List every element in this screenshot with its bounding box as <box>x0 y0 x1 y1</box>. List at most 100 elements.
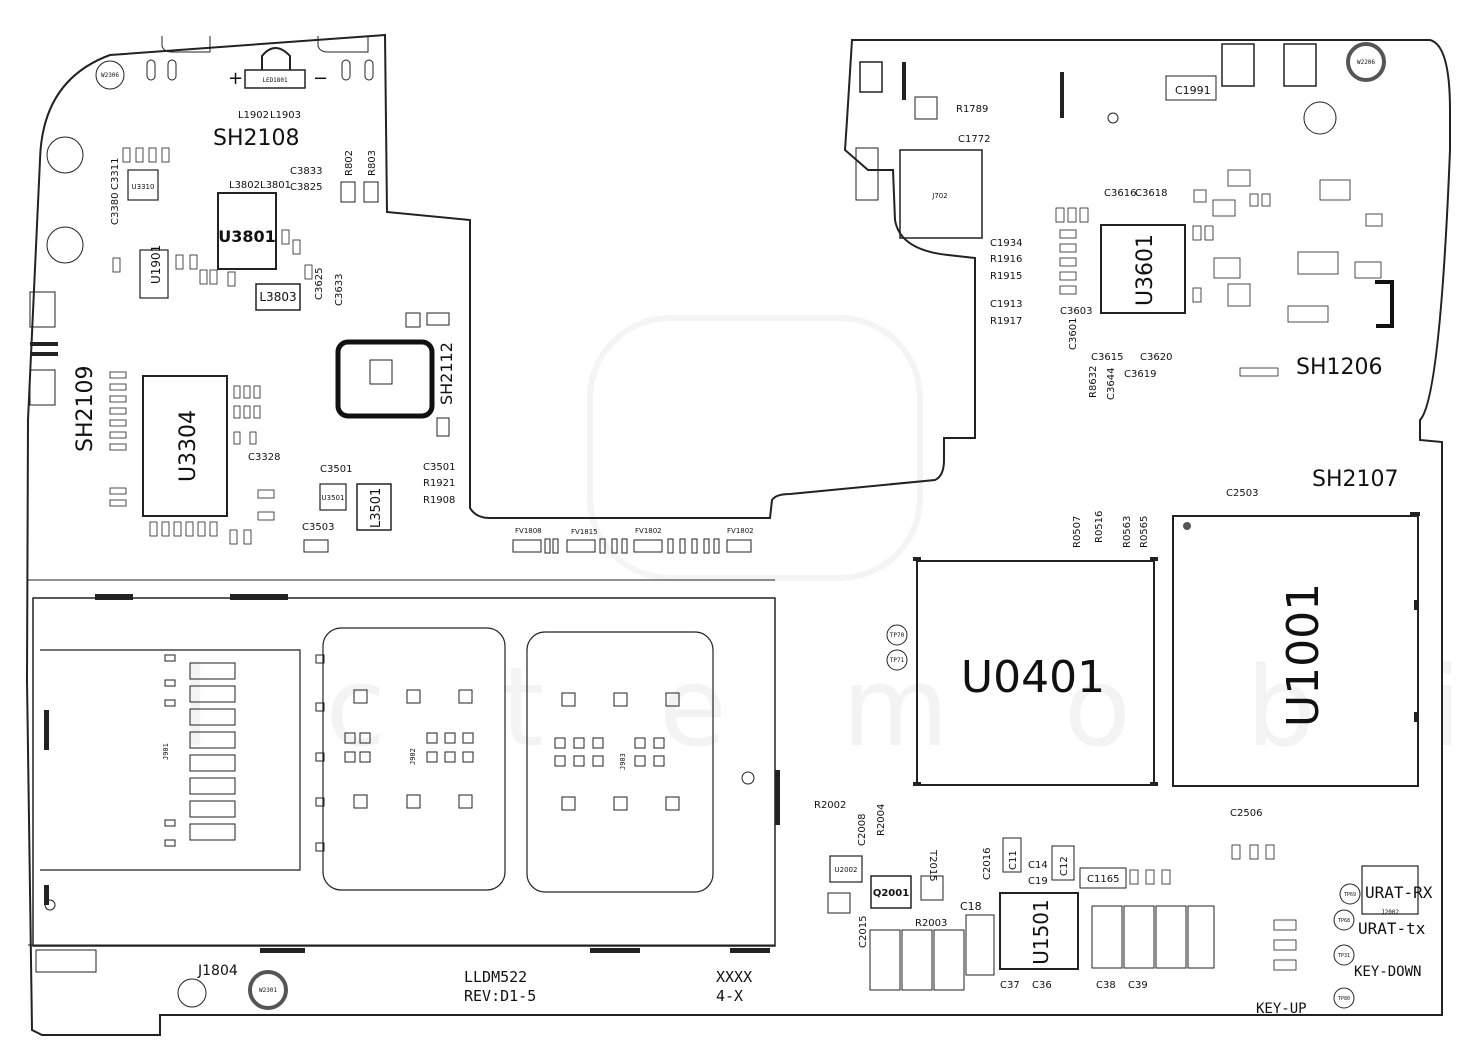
w2206-label: W2206 <box>1357 59 1375 66</box>
r1789-label: R1789 <box>956 104 988 115</box>
board-model-label: LLDM522 <box>464 968 527 986</box>
u3501-chip <box>319 483 347 511</box>
r2003-label: R2003 <box>915 918 947 929</box>
u3801-label: U3801 <box>218 227 276 246</box>
r802-label: R802 <box>344 150 355 176</box>
u3501-label: U3501 <box>322 494 345 502</box>
key-down-label: KEY-DOWN <box>1354 964 1421 980</box>
r0563-label: R0563 <box>1122 516 1133 548</box>
l1903-label: L1903 <box>270 110 301 121</box>
c2506-label: C2506 <box>1230 808 1262 819</box>
c19-label: C19 <box>1028 876 1048 887</box>
j2002-connector <box>1361 865 1419 915</box>
w2306-label: W2306 <box>101 72 119 79</box>
r0507-label: R0507 <box>1072 516 1083 548</box>
u1001-label: U1001 <box>1278 583 1329 727</box>
fv1802b-label: FV1802 <box>727 527 754 535</box>
j903-label: J903 <box>619 753 627 770</box>
fv1802a-label: FV1802 <box>635 527 662 535</box>
passive-cluster-u3601 <box>1055 169 1383 377</box>
l3803-inductor <box>255 283 301 311</box>
r2004-label: R2004 <box>876 804 887 836</box>
board-revision-label: REV:D1-5 <box>464 987 536 1005</box>
c3618-label: C3618 <box>1135 188 1167 199</box>
fv-strip: FV1808 FV1815 FV1802 FV1802 <box>512 527 754 554</box>
r8632-label: R8632 <box>1088 366 1099 398</box>
board-code-line2: 4-X <box>716 987 743 1005</box>
urat-rx-label: URAT-RX <box>1365 883 1433 902</box>
urat-tx-label: URAT-tx <box>1358 919 1426 938</box>
c3601-label: C3601 <box>1068 318 1079 350</box>
sh2107-label: SH2107 <box>1312 467 1399 492</box>
u3601-label: U3601 <box>1133 234 1158 306</box>
l3802-label: L3802 <box>229 180 260 191</box>
c1772-label: C1772 <box>958 134 990 145</box>
u3304-label: U3304 <box>176 410 201 482</box>
passive-cluster-left <box>112 147 313 287</box>
c3644-label: C3644 <box>1106 368 1117 400</box>
q2001-label: Q2001 <box>873 888 909 899</box>
c3616-label: C3616 <box>1104 188 1136 199</box>
c3615-label: C3615 <box>1091 352 1123 363</box>
c3311-label: C3311 <box>110 158 121 190</box>
r0516-label: R0516 <box>1094 511 1105 543</box>
c11-label: C11 <box>1008 850 1019 870</box>
j702-connector <box>899 149 983 239</box>
c3625-label: C3625 <box>314 268 325 300</box>
sh2112-label: SH2112 <box>437 342 456 405</box>
r1916-label: R1916 <box>990 254 1022 265</box>
j902-label: J902 <box>409 748 417 765</box>
tp-cluster-right <box>1129 844 1297 971</box>
c3501b-label: C3501 <box>423 462 455 473</box>
tp71-label: TP71 <box>890 657 905 664</box>
u1501-label: U1501 <box>1029 899 1053 965</box>
c2503-label: C2503 <box>1226 488 1258 499</box>
u3310-label: U3310 <box>132 183 155 191</box>
u3304-chip <box>142 375 228 517</box>
key-up-label: KEY-UP <box>1256 1001 1307 1017</box>
sh2112-shield <box>335 339 435 419</box>
u3601-chip <box>1100 224 1186 314</box>
led-label: LED1801 <box>262 77 288 84</box>
sim-slot-j902: J902 <box>315 627 506 891</box>
l3803-label: L3803 <box>259 290 296 304</box>
j702-label: J702 <box>931 192 947 200</box>
c36-label: C36 <box>1032 980 1052 991</box>
u3801-chip <box>217 192 277 270</box>
u3310-chip <box>127 169 159 201</box>
c3603-label: C3603 <box>1060 306 1092 317</box>
c14-label: C14 <box>1028 860 1048 871</box>
u2002-label: U2002 <box>835 866 858 874</box>
c38-label: C38 <box>1096 980 1116 991</box>
left-board-outline <box>25 33 1451 1036</box>
r1915-label: R1915 <box>990 271 1022 282</box>
c18-label: C18 <box>960 900 982 913</box>
c3619-label: C3619 <box>1124 369 1156 380</box>
sh2109-label: SH2109 <box>73 366 98 453</box>
u1901-label: U1901 <box>149 245 163 284</box>
board-code-line1: XXXX <box>716 968 752 986</box>
c1165-label: C1165 <box>1087 874 1119 885</box>
tp70-label: TP70 <box>890 632 905 639</box>
c3833-label: C3833 <box>290 166 322 177</box>
fv1815-label: FV1815 <box>571 528 598 536</box>
big-capacitor-row <box>869 905 1215 991</box>
c37-label: C37 <box>1000 980 1020 991</box>
j1804-label: J1804 <box>197 963 238 979</box>
c1934-label: C1934 <box>990 238 1022 249</box>
u2002-chip <box>829 855 863 883</box>
tp68-label: TP68 <box>1338 918 1350 924</box>
c12-label: C12 <box>1059 856 1070 876</box>
u0401-chip <box>916 560 1155 786</box>
svg-text:l c t e m o b i: l c t e m o b i l e <box>180 643 1478 771</box>
tp80-label: TP80 <box>1338 996 1350 1002</box>
l1902-label: L1902 <box>238 110 269 121</box>
r1917-label: R1917 <box>990 316 1022 327</box>
c2016-label: C2016 <box>982 848 993 880</box>
c1913-label: C1913 <box>990 299 1022 310</box>
r2002-label: R2002 <box>814 800 846 811</box>
c2008-label: C2008 <box>857 814 868 846</box>
c3501-label: C3501 <box>320 464 352 475</box>
sh1206-label: SH1206 <box>1296 355 1383 380</box>
